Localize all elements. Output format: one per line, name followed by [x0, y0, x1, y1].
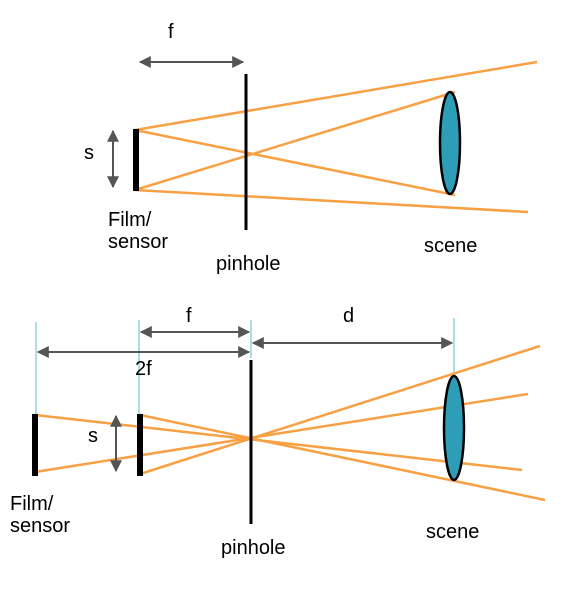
- bottom-distance-label: d: [343, 305, 354, 327]
- top-ray-lower: [134, 188, 529, 214]
- top-scene-object: [438, 90, 462, 196]
- top-pinhole-label: pinhole: [216, 253, 281, 275]
- top-ray-upper: [134, 60, 538, 132]
- bottom-far-film-sensor: [32, 414, 38, 476]
- top-ray-cross-a: [134, 128, 456, 197]
- top-film-label-line1: Film/: [108, 209, 152, 231]
- bottom-focal-label: f: [186, 305, 192, 327]
- bottom-ray-4: [139, 344, 541, 476]
- bottom-double-focal-label: 2f: [135, 358, 152, 380]
- bottom-ray-3: [139, 413, 546, 502]
- bottom-pinhole-label: pinhole: [221, 537, 286, 559]
- bottom-near-film-sensor: [137, 414, 143, 476]
- top-scene-label: scene: [424, 235, 477, 257]
- bottom-film-label-line1: Film/: [10, 493, 54, 515]
- top-focal-label: f: [168, 21, 174, 43]
- bottom-film-label-line2: sensor: [10, 515, 70, 537]
- bottom-scene-label: scene: [426, 521, 479, 543]
- top-size-label: s: [84, 142, 94, 164]
- top-film-label-line2: sensor: [108, 231, 168, 253]
- bottom-scene-object: [442, 374, 466, 482]
- top-diagram: f s Film/ sensor pinhole scene: [84, 21, 538, 275]
- bottom-diagram: f d 2f s Film/ sensor pinhole scene: [10, 305, 546, 559]
- bottom-size-label: s: [88, 425, 98, 447]
- top-film-sensor: [133, 129, 139, 191]
- top-ray-cross-b: [134, 90, 456, 192]
